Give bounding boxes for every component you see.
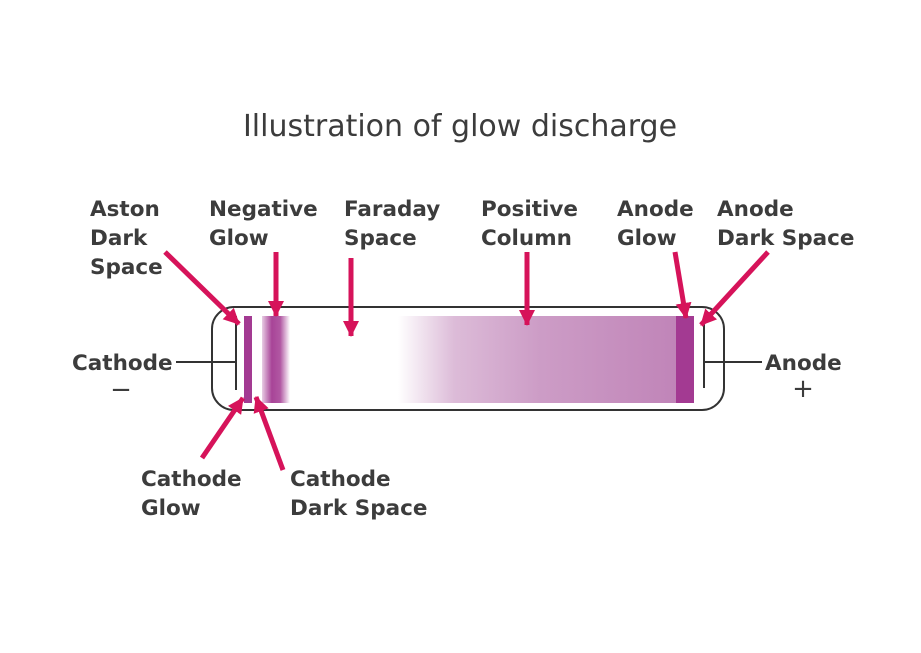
anode-electrode [703, 320, 762, 388]
anode-dark-space-arrow [699, 250, 770, 327]
aston-dark-space-label: Aston Dark Space [90, 197, 167, 280]
anode-dark-space-label: Anode Dark Space [717, 197, 854, 251]
anode-glow-label: Anode Glow [617, 197, 701, 251]
faraday-space-label: Faraday Space [344, 197, 448, 251]
cathode-sign: − [110, 375, 132, 405]
cathode-dark-space-arrow [253, 396, 286, 471]
diagram-title: Illustration of glow discharge [243, 109, 677, 144]
anode-label: Anode [765, 351, 842, 376]
cathode-glow-band [244, 316, 252, 403]
positive-column-label: Positive Column [481, 197, 585, 251]
cathode-electrode [176, 316, 237, 390]
aston-dark-space-arrow [163, 250, 241, 326]
cathode-glow-arrow [199, 396, 246, 460]
negative-glow-band [262, 316, 290, 403]
cathode-label: Cathode [72, 351, 173, 376]
positive-column-band [398, 316, 680, 403]
cathode-dark-space-label: Cathode Dark Space [290, 467, 427, 521]
anode-sign: + [792, 374, 814, 404]
negative-glow-label: Negative Glow [209, 197, 325, 251]
anode-glow-band [676, 316, 694, 403]
cathode-glow-label: Cathode Glow [141, 467, 249, 521]
anode-glow-arrow [672, 251, 692, 319]
